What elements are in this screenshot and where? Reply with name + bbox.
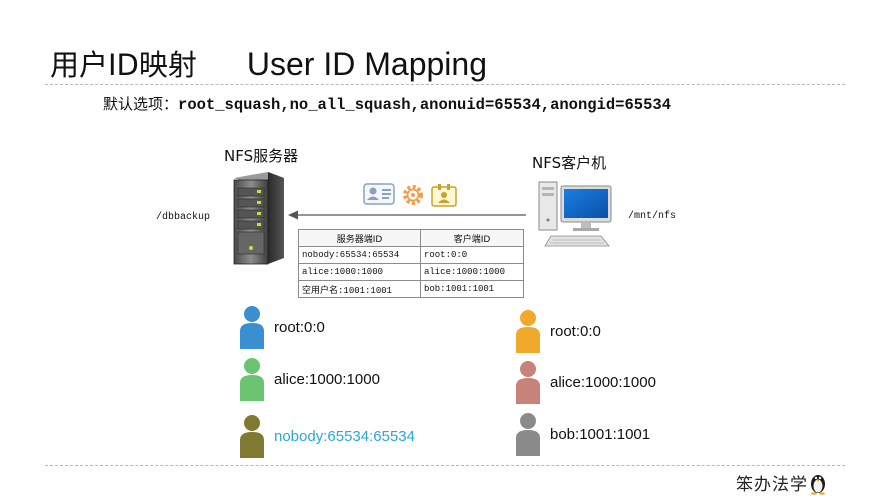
server-user-nobody: nobody:65534:65534 xyxy=(238,414,415,458)
user-badge-icon xyxy=(431,184,457,207)
slide-title: 用户ID映射 User ID Mapping xyxy=(50,42,487,82)
gear-icon xyxy=(403,185,423,205)
server-user-label: alice:1000:1000 xyxy=(274,370,380,388)
server-path: /dbbackup xyxy=(156,212,211,223)
client-title: NFS客户机 xyxy=(532,154,607,172)
table-row: nobody:65534:65534 root:0:0 xyxy=(298,246,525,264)
server-tower-icon xyxy=(228,170,286,273)
client-user-bob: bob:1001:1001 xyxy=(514,412,650,456)
person-icon xyxy=(240,415,264,458)
cell-client-id: alice:1000:1000 xyxy=(419,263,525,281)
table-row: 空用户名:1001:1001 bob:1001:1001 xyxy=(298,280,525,298)
cell-server-id: alice:1000:1000 xyxy=(298,263,421,281)
cell-client-id: bob:1001:1001 xyxy=(419,280,525,298)
person-icon xyxy=(516,413,540,456)
person-icon xyxy=(240,306,264,349)
client-user-label: alice:1000:1000 xyxy=(550,373,656,391)
server-user-root: root:0:0 xyxy=(238,305,325,349)
top-divider xyxy=(45,84,845,85)
cell-server-uidgid: :1001:1001 xyxy=(338,285,393,296)
client-user-alice: alice:1000:1000 xyxy=(514,360,656,404)
brand-text: 笨办法学 xyxy=(736,475,808,495)
client-user-label: bob:1001:1001 xyxy=(550,425,651,443)
penguin-icon xyxy=(811,474,825,495)
client-user-label: root:0:0 xyxy=(550,322,601,340)
person-icon xyxy=(240,358,264,401)
server-title: NFS服务器 xyxy=(224,147,299,165)
default-options: 默认选项：root_squash,no_all_squash,anonuid=6… xyxy=(103,93,671,114)
cell-server-prefix: 空用户名 xyxy=(302,285,339,296)
server-user-alice: alice:1000:1000 xyxy=(238,357,380,401)
client-user-root: root:0:0 xyxy=(514,309,601,353)
title-en: User ID Mapping xyxy=(246,46,487,82)
id-card-icon xyxy=(363,183,395,205)
title-cn: 用户ID映射 xyxy=(50,48,197,82)
mapping-arrow xyxy=(288,208,528,226)
person-icon xyxy=(516,310,540,353)
header-client-id: 客户端ID xyxy=(419,229,525,247)
cell-server-id: nobody:65534:65534 xyxy=(298,246,421,264)
identity-icons xyxy=(363,183,457,207)
cell-client-id: root:0:0 xyxy=(419,246,525,264)
id-mapping-table: 服务器端ID 客户端ID nobody:65534:65534 root:0:0… xyxy=(298,229,525,298)
client-path: /mnt/nfs xyxy=(628,211,677,222)
default-options-label: 默认选项： xyxy=(103,95,179,113)
table-header-row: 服务器端ID 客户端ID xyxy=(298,229,525,247)
cell-server-id: 空用户名:1001:1001 xyxy=(298,280,421,298)
brand-mark: 笨办法学 xyxy=(736,470,828,495)
bottom-divider xyxy=(45,465,845,466)
server-user-label: nobody:65534:65534 xyxy=(274,427,415,445)
table-row: alice:1000:1000 alice:1000:1000 xyxy=(298,263,525,281)
default-options-value: root_squash,no_all_squash,anonuid=65534,… xyxy=(178,96,671,114)
desktop-computer-icon xyxy=(537,178,615,255)
person-icon xyxy=(516,361,540,404)
server-user-label: root:0:0 xyxy=(274,318,325,336)
header-server-id: 服务器端ID xyxy=(298,229,421,247)
